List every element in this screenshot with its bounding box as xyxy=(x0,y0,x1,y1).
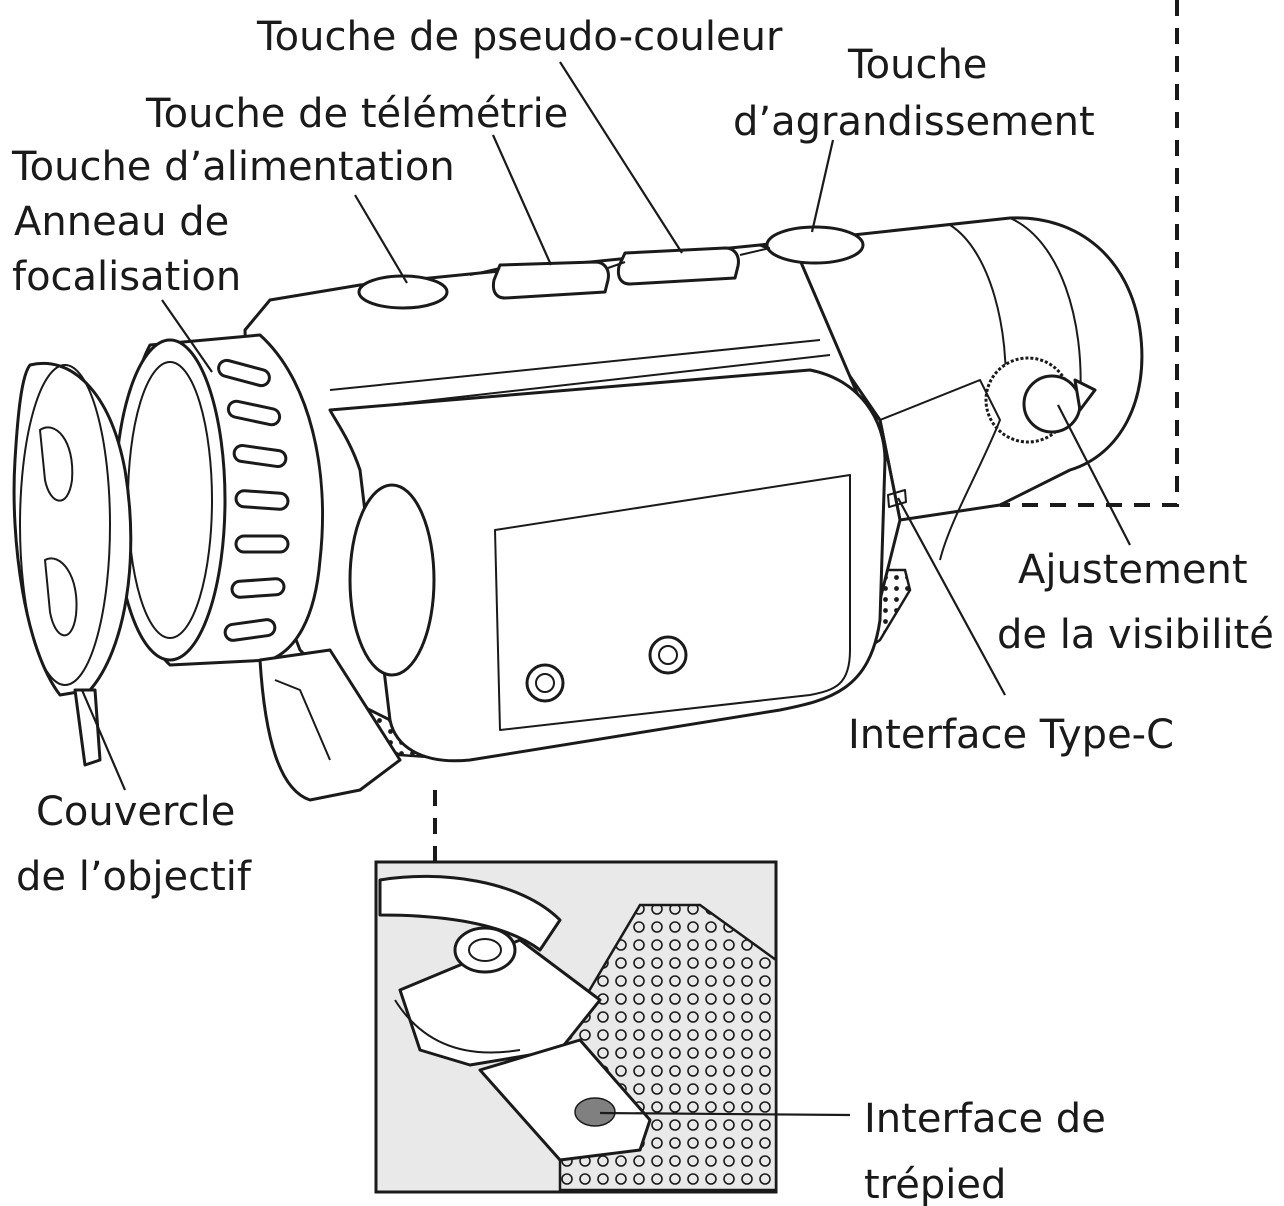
label-tripod-line1: Interface de xyxy=(864,1096,1106,1142)
diopter-knob xyxy=(984,356,1097,444)
housing-window xyxy=(348,483,436,677)
label-pseudo-color-key: Touche de pseudo-couleur xyxy=(256,14,783,60)
label-power-key: Touche d’alimentation xyxy=(11,144,455,190)
power-button xyxy=(357,274,449,310)
screw-2 xyxy=(648,635,688,675)
objective-lens xyxy=(113,338,227,662)
label-diopter-line1: Ajustement xyxy=(1018,547,1248,593)
label-diopter-line2: de la visibilité xyxy=(997,612,1274,658)
label-lens-cover-line1: Couvercle xyxy=(36,789,235,835)
dashed-guide-right xyxy=(1000,0,1179,507)
tripod-socket xyxy=(574,1097,616,1127)
side-strap xyxy=(879,379,1001,561)
lens-cover xyxy=(12,361,133,697)
label-focus-ring-line2: focalisation xyxy=(12,254,241,300)
leader-lines xyxy=(80,61,1131,1117)
label-type-c: Interface Type-C xyxy=(848,712,1174,758)
eyepiece-barrel xyxy=(758,216,1144,522)
ranging-button xyxy=(491,260,610,300)
tripod-inset xyxy=(374,860,778,1194)
pseudo-color-button xyxy=(616,246,740,286)
label-focus-ring-line1: Anneau de xyxy=(14,199,229,245)
label-lens-cover-line2: de l’objectif xyxy=(16,854,252,900)
label-tripod-line2: trépied xyxy=(864,1162,1006,1206)
screw-1 xyxy=(525,663,565,703)
label-magnification-key-line1: Touche xyxy=(847,42,987,88)
type-c-port xyxy=(887,489,907,508)
side-plate xyxy=(494,474,851,731)
callout-labels: Touche de pseudo-couleur Touche d’agrand… xyxy=(11,14,1274,1206)
label-ranging-key: Touche de télémétrie xyxy=(145,91,568,137)
focus-ring-grooves xyxy=(217,358,290,642)
magnification-button xyxy=(765,225,865,265)
monocular-illustration xyxy=(12,216,1144,802)
label-magnification-key-line2: d’agrandissement xyxy=(733,99,1095,145)
front-panel xyxy=(328,368,887,763)
lens-cover-strap xyxy=(73,688,102,767)
